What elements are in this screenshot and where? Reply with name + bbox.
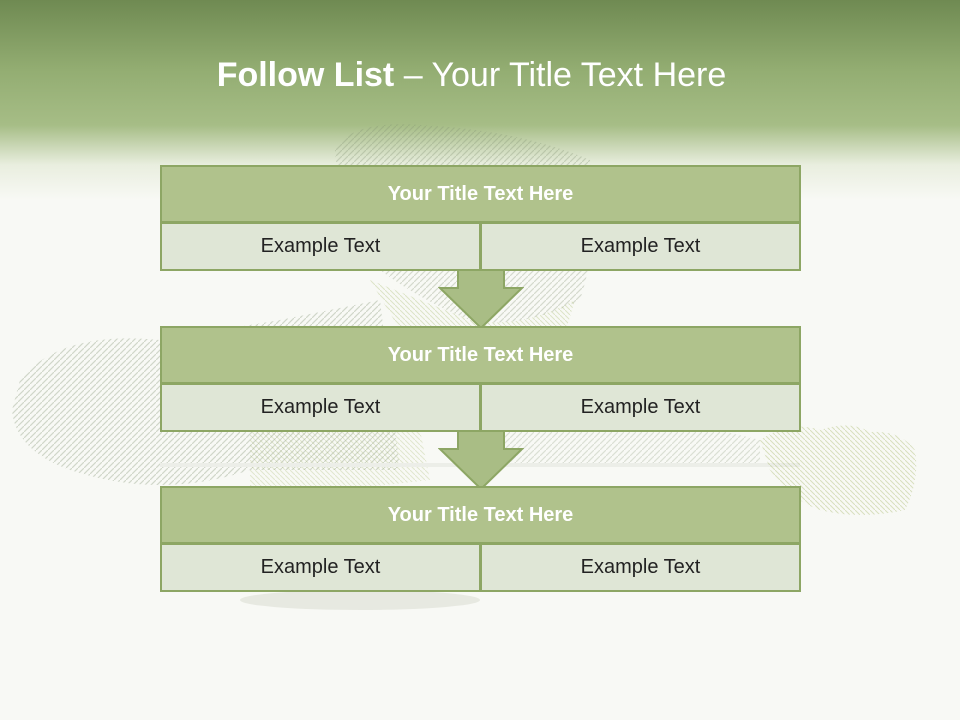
step-box-3: Your Title Text Here Example Text Exampl… <box>160 486 801 592</box>
step-box-2: Your Title Text Here Example Text Exampl… <box>160 326 801 432</box>
step-box-1: Your Title Text Here Example Text Exampl… <box>160 165 801 271</box>
slide-title-strong: Follow List <box>216 56 395 94</box>
step-3-right-cell: Example Text <box>480 543 801 592</box>
down-arrow-icon <box>438 270 524 330</box>
step-1-left-cell: Example Text <box>160 222 481 271</box>
slide-title: Follow List – Your Title Text Here <box>0 52 943 98</box>
slide-title-rest: – Your Title Text Here <box>403 56 727 94</box>
step-2-title: Your Title Text Here <box>160 326 801 384</box>
step-3-title: Your Title Text Here <box>160 486 801 544</box>
step-2-left-cell: Example Text <box>160 383 481 432</box>
down-arrow-icon <box>438 431 524 491</box>
step-1-right-cell: Example Text <box>480 222 801 271</box>
step-3-left-cell: Example Text <box>160 543 481 592</box>
step-2-right-cell: Example Text <box>480 383 801 432</box>
step-1-title: Your Title Text Here <box>160 165 801 223</box>
